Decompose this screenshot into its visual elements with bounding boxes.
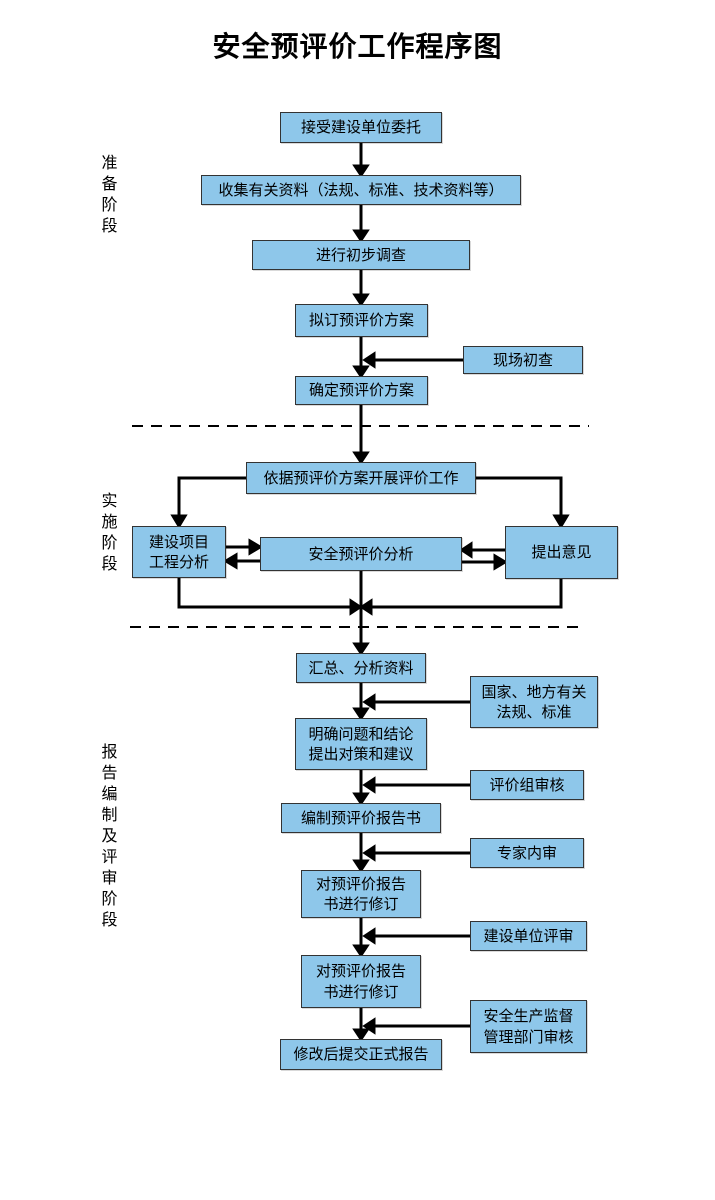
node-label: 进行初步调查 <box>315 245 406 264</box>
arrow-site-check-in <box>362 351 463 369</box>
arrow-clarify-to-compile <box>352 770 370 806</box>
branch-left-to-project-analysis <box>170 476 246 529</box>
node-label: 建设项目 <box>148 532 209 551</box>
node-expert-internal-review: 专家内审 <box>470 838 584 868</box>
node-compile-preevaluation-report: 编制预评价报告书 <box>281 803 441 833</box>
node-label: 国家、地方有关 <box>481 682 587 701</box>
arrow-analysis-to-project <box>223 552 260 570</box>
node-draft-plan: 拟订预评价方案 <box>295 304 428 337</box>
node-label: 法规、标准 <box>496 703 572 721</box>
arrow-unit-review-in <box>362 927 470 945</box>
arrow-summarize-to-clarify <box>352 683 370 721</box>
converge-left <box>177 578 363 616</box>
stage-label-preparation: 准备阶段 <box>101 153 118 235</box>
node-label: 汇总、分析资料 <box>308 658 414 677</box>
node-collect-materials: 收集有关资料（法规、标准、技术资料等） <box>201 175 521 205</box>
arrow-revise2-to-submit <box>352 1008 370 1042</box>
node-national-local-regulations: 国家、地方有关 法规、标准 <box>470 676 598 728</box>
node-evaluation-group-review: 评价组审核 <box>470 770 584 800</box>
node-label: 修改后提交正式报告 <box>293 1045 429 1064</box>
arrow-accept-to-collect <box>352 143 370 178</box>
node-label: 对预评价报告 <box>315 962 406 981</box>
node-label: 明确问题和结论 <box>308 724 414 743</box>
arrow-revise1-to-revise2 <box>352 918 370 958</box>
arrow-analysis-to-opinions <box>462 553 508 571</box>
node-label: 收集有关资料（法规、标准、技术资料等） <box>218 180 504 199</box>
node-revise-report-first: 对预评价报告 书进行修订 <box>301 870 421 918</box>
node-label: 确定预评价方案 <box>308 381 414 400</box>
arrow-analysis-to-summarize <box>352 571 370 656</box>
arrow-regulations-in <box>362 693 470 711</box>
node-label: 书进行修订 <box>323 895 399 913</box>
node-label: 现场初查 <box>492 350 553 369</box>
arrow-confirmplan-to-carryout <box>352 405 370 465</box>
node-carry-out-evaluation: 依据预评价方案开展评价工作 <box>246 462 476 494</box>
node-label: 工程分析 <box>148 553 209 571</box>
node-label: 书进行修订 <box>323 982 399 1001</box>
node-label: 对预评价报告 <box>315 874 406 893</box>
arrow-opinions-to-analysis <box>459 541 505 559</box>
arrow-collect-to-survey <box>352 205 370 243</box>
node-label: 提出意见 <box>531 543 592 562</box>
node-label: 安全预评价分析 <box>308 544 414 563</box>
arrow-draftplan-to-confirmplan <box>352 337 370 379</box>
node-propose-opinions: 提出意见 <box>505 526 618 579</box>
node-label: 拟订预评价方案 <box>308 311 414 330</box>
node-confirm-plan: 确定预评价方案 <box>295 376 428 405</box>
diagram-title: 安全预评价工作程序图 <box>212 30 503 63</box>
arrow-supervision-review-in <box>362 1017 470 1035</box>
branch-right-to-opinions <box>476 476 570 529</box>
node-accept-commission: 接受建设单位委托 <box>280 112 442 143</box>
arrow-survey-to-draftplan <box>352 270 370 307</box>
arrow-expert-review-in <box>362 844 470 862</box>
node-label: 依据预评价方案开展评价工作 <box>263 468 459 487</box>
node-preliminary-survey: 进行初步调查 <box>252 240 470 270</box>
node-construction-unit-review: 建设单位评审 <box>470 921 587 951</box>
node-revise-report-second: 对预评价报告 书进行修订 <box>301 955 421 1008</box>
node-safety-preevaluation-analysis: 安全预评价分析 <box>260 537 462 571</box>
arrow-project-to-analysis <box>226 538 263 556</box>
stage-label-reporting: 报告编制及评审阶段 <box>101 742 118 929</box>
node-project-engineering-analysis: 建设项目 工程分析 <box>132 526 226 578</box>
node-label: 接受建设单位委托 <box>300 118 421 137</box>
arrow-group-review-in <box>362 776 470 794</box>
node-label: 提出对策和建议 <box>308 745 414 763</box>
node-label: 编制预评价报告书 <box>300 808 421 827</box>
node-label: 管理部门审核 <box>483 1027 574 1046</box>
node-label: 建设单位评审 <box>483 926 574 945</box>
converge-right <box>359 579 563 616</box>
node-submit-formal-report: 修改后提交正式报告 <box>280 1039 442 1070</box>
node-summarize-analyze-materials: 汇总、分析资料 <box>296 653 426 683</box>
node-label: 评价组审核 <box>489 775 565 794</box>
node-clarify-problems-conclusions: 明确问题和结论 提出对策和建议 <box>295 718 427 770</box>
stage-label-implementation: 实施阶段 <box>101 491 118 573</box>
node-label: 专家内审 <box>496 843 557 862</box>
arrow-compile-to-revise1 <box>352 833 370 873</box>
node-label: 安全生产监督 <box>483 1007 574 1026</box>
node-site-initial-check: 现场初查 <box>463 346 583 374</box>
node-safety-supervision-department-review: 安全生产监督 管理部门审核 <box>470 1000 587 1053</box>
